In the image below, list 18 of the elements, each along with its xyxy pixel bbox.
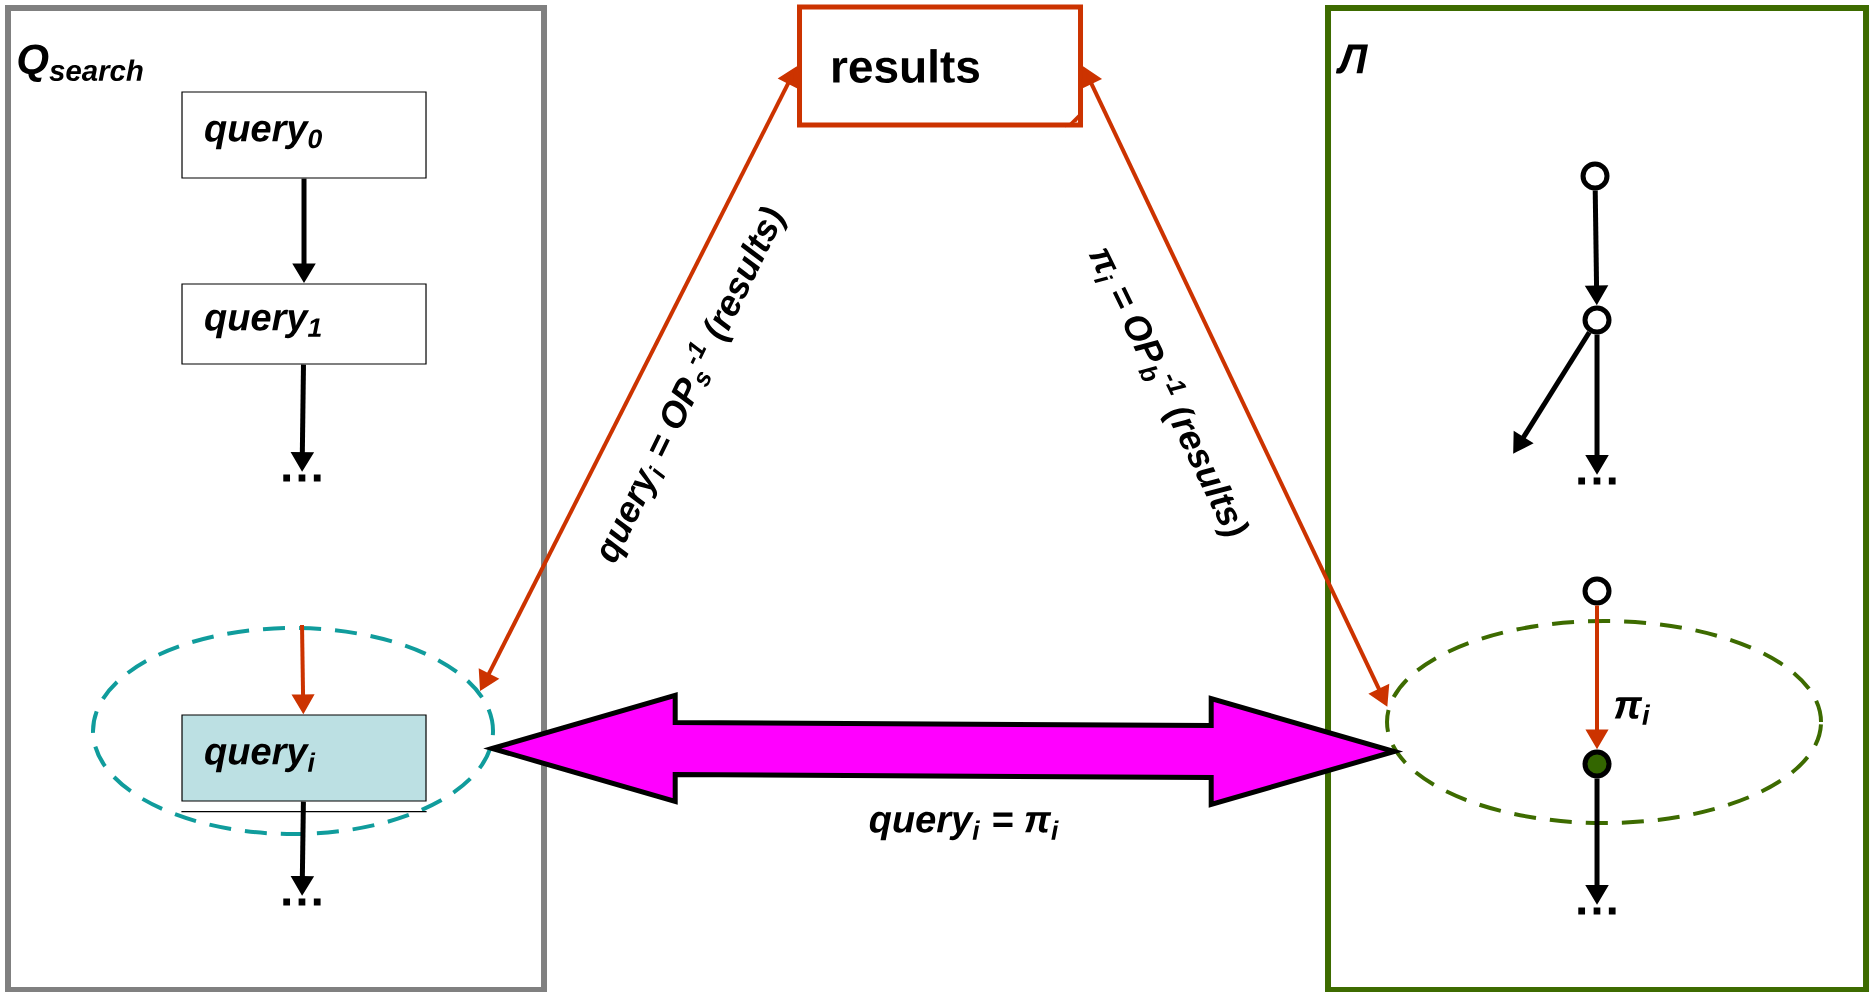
- circle: [1582, 749, 1612, 779]
- circle: [1582, 576, 1612, 606]
- ellipsis: …: [1578, 477, 1616, 485]
- panel-title: Q$_{search}$: [18, 44, 143, 82]
- edge-label: query$_{i}$ = π$_{i}$: [866, 809, 1062, 843]
- dashed-ellipse: [1385, 619, 1823, 825]
- ellipsis: …: [283, 474, 321, 482]
- query-box: query$_{1}$: [181, 283, 427, 365]
- query-box: query$_{i}$: [180, 714, 428, 813]
- ellipsis: …: [283, 898, 321, 906]
- dashed-ellipse: [91, 626, 495, 836]
- results-box: results: [797, 4, 1083, 128]
- circle: [1582, 305, 1612, 335]
- ellipsis: …: [1578, 907, 1616, 915]
- circle: [1580, 161, 1610, 191]
- edge-label: π$_{i}$: [1611, 695, 1653, 727]
- query-box: query$_{0}$: [181, 91, 427, 179]
- panel-title: Л: [1335, 44, 1368, 74]
